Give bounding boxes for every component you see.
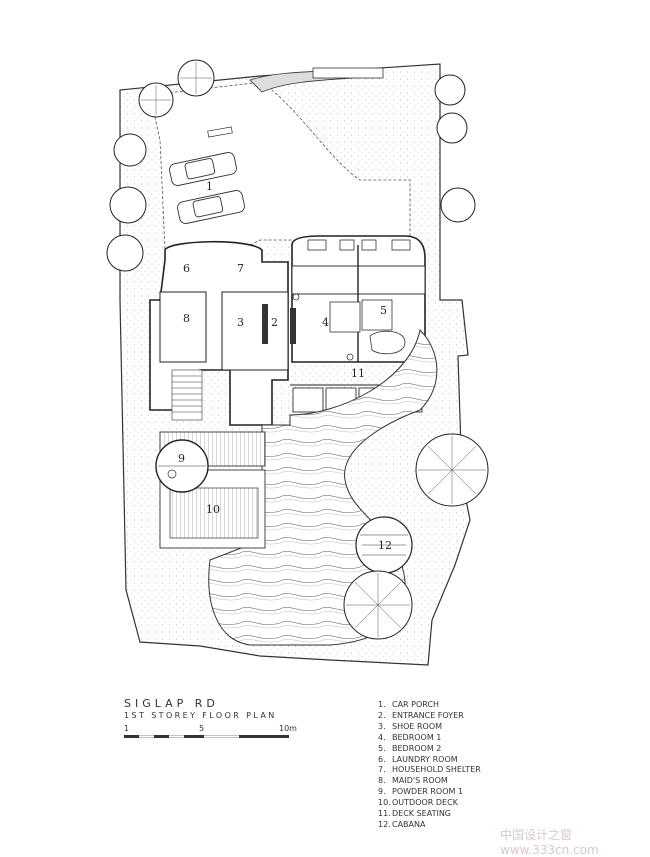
parking-marker xyxy=(207,126,233,138)
title-block: SIGLAP RD 1ST STOREY FLOOR PLAN xyxy=(124,697,277,720)
car-icon xyxy=(169,152,237,186)
legend-number: 6. xyxy=(378,754,386,764)
legend-label: BEDROOM 2 xyxy=(392,743,442,753)
fixture-icon xyxy=(346,353,354,361)
legend-number: 12. xyxy=(378,819,391,829)
scale-mark: 1 xyxy=(124,724,130,733)
legend-number: 1. xyxy=(378,700,386,709)
room-number: 7 xyxy=(237,262,244,275)
legend-item: 5. BEDROOM 2 xyxy=(378,744,481,755)
legend-number: 8. xyxy=(378,776,386,786)
legend-item: 12.CABANA xyxy=(378,820,481,831)
legend-item: 1. CAR PORCH xyxy=(378,700,481,711)
legend-label: OUTDOOR DECK xyxy=(392,798,458,808)
legend-label: POWDER ROOM 1 xyxy=(392,787,464,797)
legend-number: 5. xyxy=(378,743,386,753)
legend-item: 2. ENTRANCE FOYER xyxy=(378,711,481,722)
legend-label: CAR PORCH xyxy=(392,700,440,709)
legend-number: 10. xyxy=(378,798,391,808)
plan-subtitle: 1ST STOREY FLOOR PLAN xyxy=(124,711,277,720)
legend-label: BEDROOM 1 xyxy=(392,732,442,742)
fixture-icon xyxy=(292,293,300,301)
scale-mark: 5 xyxy=(199,724,205,733)
legend-item: 7. HOUSEHOLD SHELTER xyxy=(378,765,481,776)
legend-item: 11.DECK SEATING xyxy=(378,809,481,820)
legend-label: SHOE ROOM xyxy=(392,721,443,731)
legend-item: 8. MAID'S ROOM xyxy=(378,776,481,787)
rug-shape xyxy=(369,330,406,355)
watermark: 中国设计之窗 www.333cn.com xyxy=(500,828,599,857)
room-number: 12 xyxy=(378,539,392,552)
room-number: 2 xyxy=(271,316,278,329)
legend-number: 11. xyxy=(378,809,391,819)
legend-label: CABANA xyxy=(392,819,426,829)
bed-icon xyxy=(361,299,393,331)
room-number: 4 xyxy=(322,316,329,329)
legend-number: 3. xyxy=(378,721,386,731)
legend-item: 3. SHOE ROOM xyxy=(378,722,481,733)
scale-mark: 10m xyxy=(279,724,297,733)
legend-label: ENTRANCE FOYER xyxy=(392,710,464,720)
legend-number: 7. xyxy=(378,765,386,775)
room-number: 10 xyxy=(206,503,220,516)
legend-number: 9. xyxy=(378,787,386,797)
legend-item: 9. POWDER ROOM 1 xyxy=(378,787,481,798)
room-number: 5 xyxy=(380,304,387,317)
legend-label: MAID'S ROOM xyxy=(392,776,448,786)
scale-bar: 1 5 10m xyxy=(124,724,299,742)
room-number: 9 xyxy=(178,452,185,465)
staircase xyxy=(171,369,203,421)
room-number: 8 xyxy=(183,312,190,325)
room-number: 6 xyxy=(183,262,190,275)
legend-label: DECK SEATING xyxy=(392,809,452,819)
bed-icon xyxy=(329,301,361,333)
room-number: 1 xyxy=(206,180,213,193)
gate-post xyxy=(312,67,384,79)
legend-label: HOUSEHOLD SHELTER xyxy=(392,765,481,775)
legend-item: 6. LAUNDRY ROOM xyxy=(378,755,481,766)
project-title: SIGLAP RD xyxy=(124,697,219,710)
room-number: 11 xyxy=(351,367,365,380)
legend-number: 2. xyxy=(378,710,386,720)
car-icon xyxy=(177,190,245,224)
legend-item: 4. BEDROOM 1 xyxy=(378,733,481,744)
legend-label: LAUNDRY ROOM xyxy=(392,754,458,764)
legend-item: 10.OUTDOOR DECK xyxy=(378,798,481,809)
room-number: 3 xyxy=(237,316,244,329)
legend-number: 4. xyxy=(378,732,386,742)
scale-graphic xyxy=(124,735,289,738)
room-legend: 1. CAR PORCH 2. ENTRANCE FOYER 3. SHOE ROOM 4.… xyxy=(378,700,481,831)
